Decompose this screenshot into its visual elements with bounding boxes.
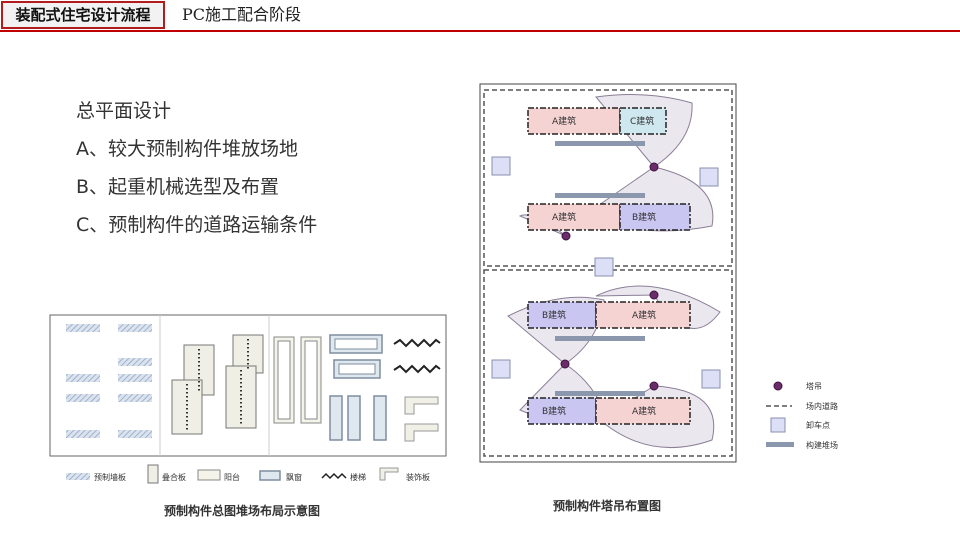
legend-label: 阳台	[224, 472, 240, 482]
building-label: A建筑	[632, 309, 656, 321]
tower-crane-icon	[649, 381, 659, 391]
legend-wall-panel-swatch	[66, 473, 90, 480]
unloading-point	[491, 156, 511, 176]
legend-composite-slab-swatch	[147, 464, 159, 484]
wall-panel-stack	[66, 430, 100, 438]
building-label: A建筑	[552, 211, 576, 223]
list-item-a: A、较大预制构件堆放场地	[76, 138, 298, 160]
legend-label: 装饰板	[406, 472, 430, 482]
tower-crane-icon	[649, 162, 659, 172]
decorative-board-group	[404, 396, 439, 442]
wall-panel-stack	[66, 374, 100, 382]
header: 装配式住宅设计流程 PC施工配合阶段	[0, 0, 960, 32]
tower-crane-icon	[561, 231, 571, 241]
tower-crane-icon	[560, 359, 570, 369]
wall-panel-stack	[118, 358, 152, 366]
legend-decorative-board-swatch	[379, 467, 399, 481]
wall-panel-stack	[118, 374, 152, 382]
component-yard	[555, 193, 645, 198]
legend-label: 塔吊	[806, 381, 822, 391]
legend-yard-swatch	[766, 442, 794, 447]
section-title: PC施工配合阶段	[182, 5, 302, 24]
building-label: C建筑	[630, 115, 654, 127]
wall-panel-stack	[118, 394, 152, 402]
building-a	[595, 301, 691, 329]
unloading-point	[491, 359, 511, 379]
component-yard	[555, 336, 645, 341]
left-figure-caption: 预制构件总图堆场布局示意图	[164, 504, 321, 518]
bay-window-group	[329, 334, 387, 441]
wall-panel-stack	[66, 324, 100, 332]
legend-unloading-swatch	[770, 417, 786, 433]
building-c	[619, 107, 667, 135]
legend-label: 预制墙板	[94, 472, 126, 482]
content-list: 总平面设计 A、较大预制构件堆放场地 B、起重机械选型及布置 C、预制构件的道路…	[76, 92, 317, 244]
building-label: B建筑	[632, 211, 656, 223]
list-item-c: C、预制构件的道路运输条件	[76, 214, 318, 236]
component-yard	[555, 391, 645, 396]
wall-panel-stack	[118, 430, 152, 438]
legend-label: 楼梯	[350, 472, 366, 482]
legend-stair-swatch	[321, 472, 347, 480]
building-b	[619, 203, 691, 231]
legend-label: 飘窗	[286, 472, 302, 482]
legend-label: 叠合板	[162, 472, 186, 482]
legend-crane-swatch	[773, 381, 783, 391]
header-divider	[0, 30, 960, 32]
legend-label: 构建堆场	[806, 440, 838, 450]
building-b	[527, 397, 597, 425]
building-label: A建筑	[632, 405, 656, 417]
legend-label: 卸车点	[806, 420, 830, 430]
building-label: B建筑	[542, 405, 566, 417]
unloading-point	[594, 257, 614, 277]
wall-panel-stack	[118, 324, 152, 332]
legend-label: 场内道路	[806, 401, 838, 411]
building-a	[527, 203, 621, 231]
tower-crane-icon	[649, 290, 659, 300]
building-label: B建筑	[542, 309, 566, 321]
list-item-b: B、起重机械选型及布置	[76, 176, 280, 198]
unloading-point	[701, 369, 721, 389]
building-a	[595, 397, 691, 425]
right-figure-caption: 预制构件塔吊布置图	[553, 499, 662, 513]
list-item-heading: 总平面设计	[76, 100, 172, 122]
balcony-group	[273, 336, 322, 424]
component-yard	[555, 141, 645, 146]
building-label: A建筑	[552, 115, 576, 127]
legend-balcony-swatch	[197, 469, 221, 481]
unloading-point	[699, 167, 719, 187]
legend-bay-window-swatch	[259, 470, 281, 481]
tab-prefab-design-flow[interactable]: 装配式住宅设计流程	[1, 1, 165, 29]
stair-group	[393, 338, 441, 374]
wall-panel-stack	[66, 394, 100, 402]
